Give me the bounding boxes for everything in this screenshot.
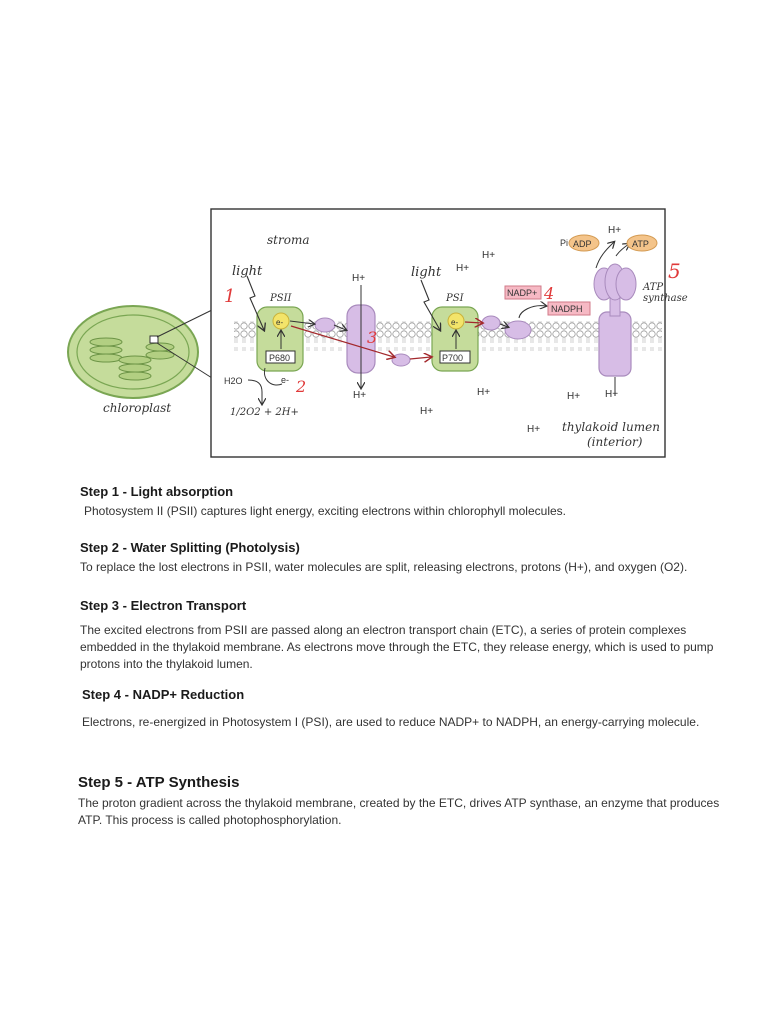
step-5-title: Step 5 - ATP Synthesis [78,774,738,791]
step-1: Step 1 - Light absorption Photosystem II… [80,484,720,520]
adp-badge: ADP [569,235,599,251]
step-1-title: Step 1 - Light absorption [80,484,720,499]
photosynthesis-diagram: chloroplast e- P680 PSII e- P700 PSI [0,200,768,470]
step-3-title: Step 3 - Electron Transport [80,598,720,613]
h-plus-label: H+ [527,424,540,435]
h-plus-label: H+ [352,273,365,284]
plastocyanin [392,354,410,366]
step-number-4: 4 [543,284,554,303]
light-label-1: light [232,264,263,279]
step-number-3: 3 [367,328,377,347]
svg-text:NADPH: NADPH [551,304,583,314]
h-plus-label: H+ [456,263,469,274]
step-4-text: Electrons, re-energized in Photosystem I… [82,714,722,731]
thylakoid-lumen-label: thylakoid lumen [562,420,660,434]
h-plus-label: H+ [353,390,366,401]
ferredoxin [482,316,500,330]
stroma-label: stroma [267,233,309,247]
svg-text:e-: e- [451,318,458,327]
svg-text:NADP+: NADP+ [507,288,537,298]
step-5-text: The proton gradient across the thylakoid… [78,795,738,829]
nadph-badge: NADPH [548,302,590,315]
psii-complex: e- P680 [257,307,303,371]
electron-label: e- [281,375,289,385]
h-plus-label: H+ [567,391,580,402]
fnr-complex [505,321,531,339]
p680-label: P680 [269,353,290,363]
step-number-2: 2 [295,377,306,396]
chloroplast-icon [68,306,212,398]
water-label: H2O [224,376,243,386]
h-plus-label: H+ [605,389,618,400]
h-plus-label: H+ [477,387,490,398]
h-plus-label: H+ [420,406,433,417]
psi-complex: e- P700 [432,307,478,371]
step-5: Step 5 - ATP Synthesis The proton gradie… [78,774,738,829]
step-2-title: Step 2 - Water Splitting (Photolysis) [80,540,720,555]
step-3: Step 3 - Electron Transport The excited … [80,598,720,673]
plastoquinone [315,318,335,332]
step-number-5: 5 [668,259,681,283]
nadp-badge: NADP+ [505,286,541,299]
light-label-2: light [411,265,442,280]
svg-text:e-: e- [276,318,283,327]
psi-label: PSI [445,293,465,304]
atp-badge: ATP [627,235,657,251]
psii-label: PSII [269,293,293,304]
step-number-1: 1 [224,286,235,307]
svg-text:ATP: ATP [632,239,649,249]
h-plus-label: H+ [608,225,621,236]
h-plus-label: H+ [482,250,495,261]
step-2-text: To replace the lost electrons in PSII, w… [80,559,720,576]
thylakoid-interior-label: (interior) [587,435,643,449]
chloroplast-label: chloroplast [103,401,171,415]
water-products-label: 1/2O2 + 2H+ [230,407,299,418]
step-2: Step 2 - Water Splitting (Photolysis) To… [80,540,720,576]
atp-synthase-label: ATP synthase [642,282,688,304]
step-4-title: Step 4 - NADP+ Reduction [82,687,722,702]
step-4: Step 4 - NADP+ Reduction Electrons, re-e… [82,687,722,731]
step-3-text: The excited electrons from PSII are pass… [80,622,720,673]
svg-text:ADP: ADP [573,239,592,249]
p700-label: P700 [442,353,463,363]
step-1-text: Photosystem II (PSII) captures light ene… [80,503,720,520]
